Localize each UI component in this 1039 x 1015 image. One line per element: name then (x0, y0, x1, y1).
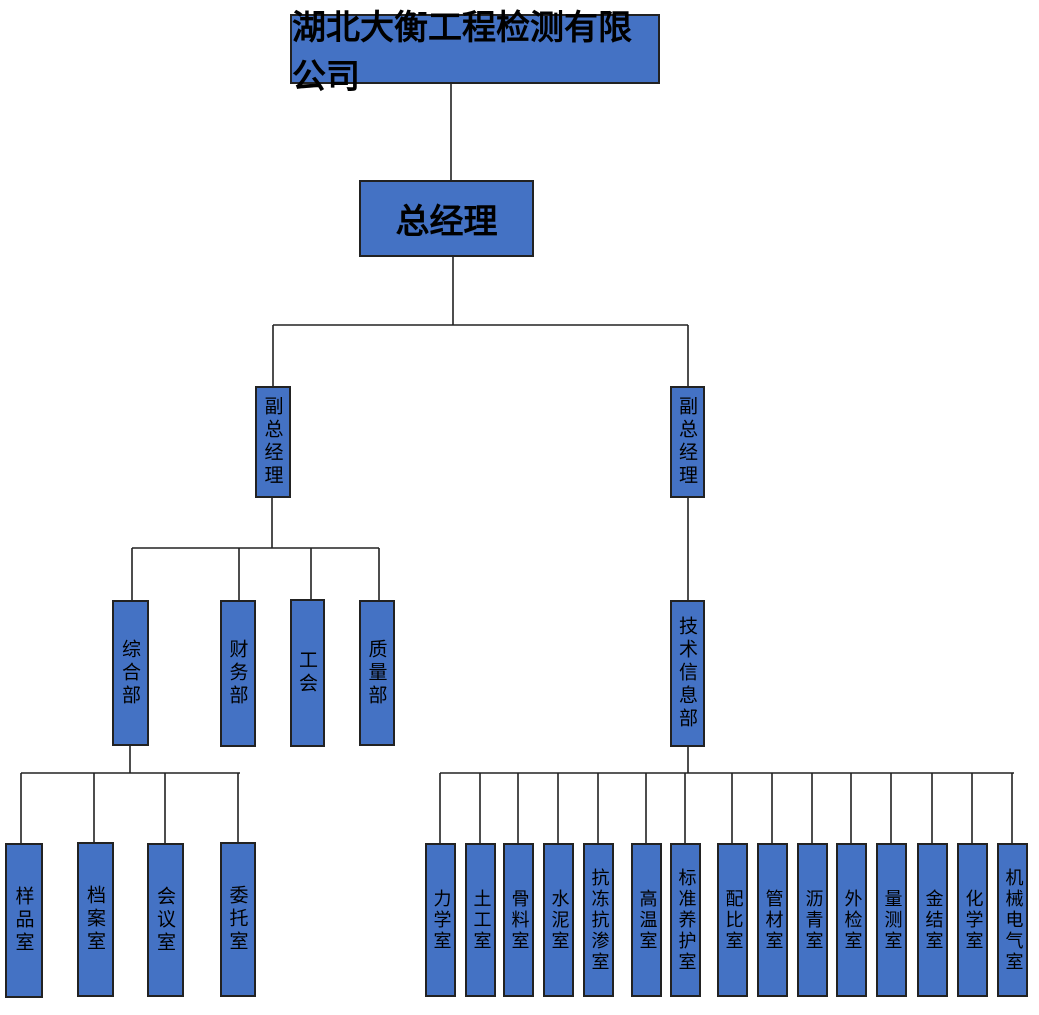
deputy-right-label: 副总经理 (676, 396, 698, 488)
tech-room-box: 机械电气室 (997, 843, 1028, 997)
dept-label: 综合部 (119, 638, 141, 708)
room-label: 委托室 (226, 885, 249, 954)
tech-room-label: 外检室 (841, 888, 863, 952)
room-box: 会议室 (147, 843, 184, 997)
deputy-left-label: 副总经理 (261, 396, 284, 488)
dept-box: 质量部 (359, 600, 395, 746)
dept-box: 财务部 (220, 600, 256, 747)
tech-room-box: 骨料室 (503, 843, 534, 997)
deputy-left-box: 副总经理 (255, 386, 291, 498)
tech-room-box: 金结室 (917, 843, 948, 997)
room-label: 样品室 (12, 886, 35, 955)
tech-room-box: 沥青室 (797, 843, 828, 997)
tech-room-box: 水泥室 (543, 843, 574, 997)
room-box: 委托室 (220, 842, 256, 997)
tech-room-label: 抗冻抗渗室 (588, 867, 610, 973)
tech-room-label: 金结室 (922, 888, 944, 952)
tech-room-box: 外检室 (836, 843, 867, 997)
tech-department-label: 技术信息部 (676, 616, 698, 731)
tech-room-label: 土工室 (470, 888, 492, 952)
tech-room-label: 配比室 (722, 888, 744, 952)
tech-room-box: 高温室 (631, 843, 662, 997)
tech-room-box: 管材室 (757, 843, 788, 997)
tech-room-label: 标准养护室 (675, 867, 697, 973)
room-label: 会议室 (154, 885, 176, 955)
tech-room-label: 化学室 (962, 888, 984, 952)
dept-label: 财务部 (226, 639, 249, 708)
tech-room-box: 量测室 (876, 843, 907, 997)
tech-room-label: 高温室 (636, 888, 658, 952)
tech-room-label: 管材室 (762, 888, 784, 952)
tech-room-box: 化学室 (957, 843, 988, 997)
tech-room-label: 沥青室 (802, 888, 824, 952)
tech-room-label: 力学室 (430, 888, 452, 952)
deputy-right-box: 副总经理 (670, 386, 705, 498)
tech-room-label: 水泥室 (548, 888, 570, 952)
tech-room-label: 骨料室 (508, 888, 530, 952)
dept-label: 工会 (296, 650, 318, 696)
tech-room-box: 标准养护室 (670, 843, 701, 997)
company-name: 湖北大衡工程检测有限公司 (292, 8, 632, 97)
general-manager-label: 总经理 (395, 202, 498, 242)
room-box: 档案室 (77, 842, 114, 997)
room-box: 样品室 (5, 843, 43, 998)
tech-room-box: 抗冻抗渗室 (583, 843, 614, 997)
tech-room-box: 配比室 (717, 843, 748, 997)
tech-room-box: 土工室 (465, 843, 496, 997)
dept-box: 工会 (290, 599, 325, 747)
company-box: 湖北大衡工程检测有限公司 (290, 8, 660, 97)
dept-label: 质量部 (365, 638, 388, 708)
tech-room-label: 量测室 (881, 888, 903, 952)
tech-department-box: 技术信息部 (670, 600, 705, 747)
tech-room-label: 机械电气室 (1002, 867, 1024, 973)
tech-room-box: 力学室 (425, 843, 456, 997)
dept-box: 综合部 (112, 600, 149, 746)
general-manager-box: 总经理 (359, 180, 534, 257)
room-label: 档案室 (84, 885, 106, 954)
